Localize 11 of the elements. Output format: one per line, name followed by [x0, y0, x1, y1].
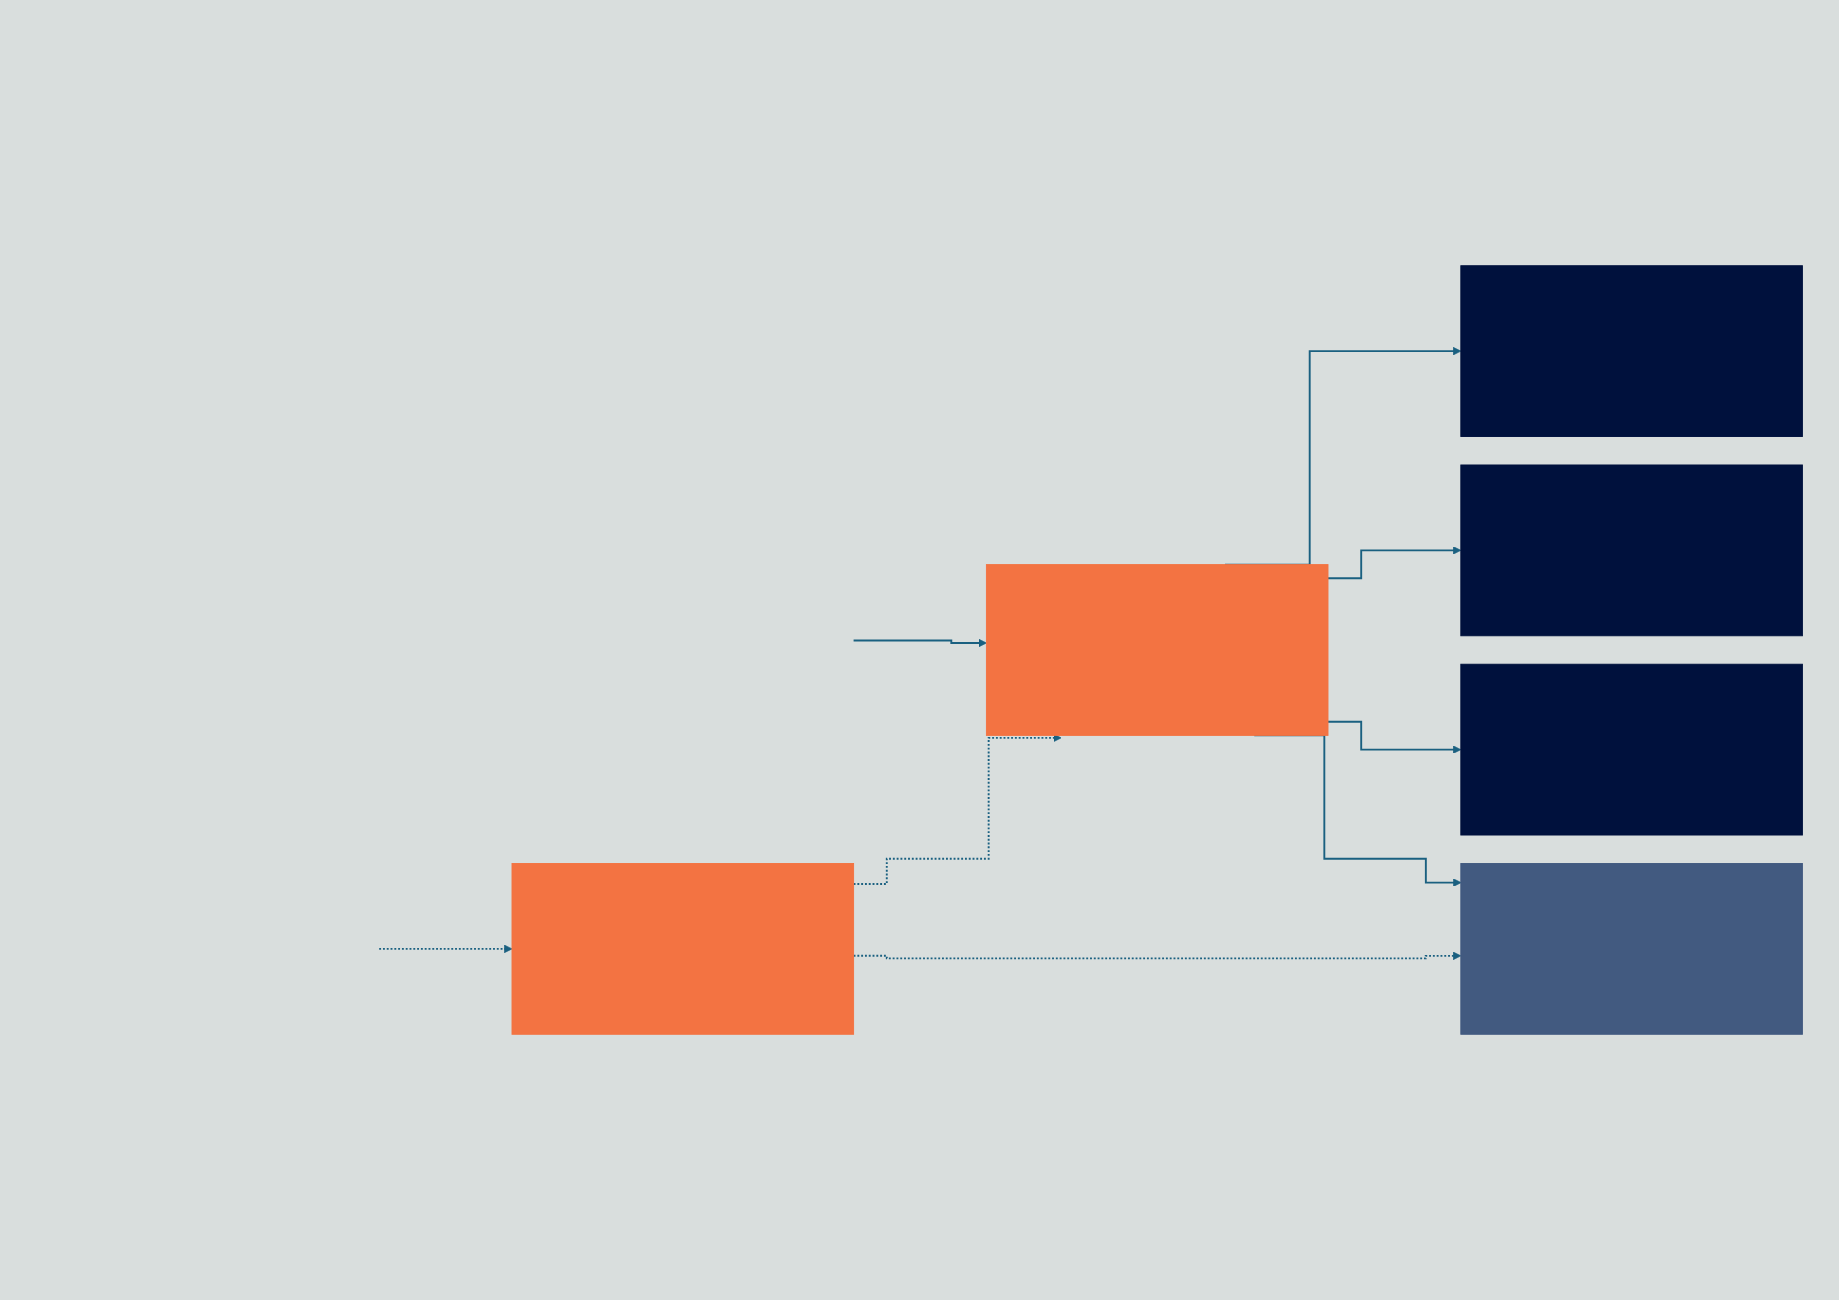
arrow	[1326, 720, 1461, 754]
node-box	[1459, 863, 1803, 1035]
node-box	[1459, 663, 1803, 836]
node-box	[985, 564, 1328, 736]
arrow	[852, 951, 1461, 961]
node-box	[1459, 265, 1803, 437]
arrow	[852, 638, 987, 648]
arrow	[377, 944, 512, 954]
node-box	[1459, 464, 1803, 637]
node-box	[511, 863, 854, 1035]
arrow	[1326, 546, 1461, 580]
